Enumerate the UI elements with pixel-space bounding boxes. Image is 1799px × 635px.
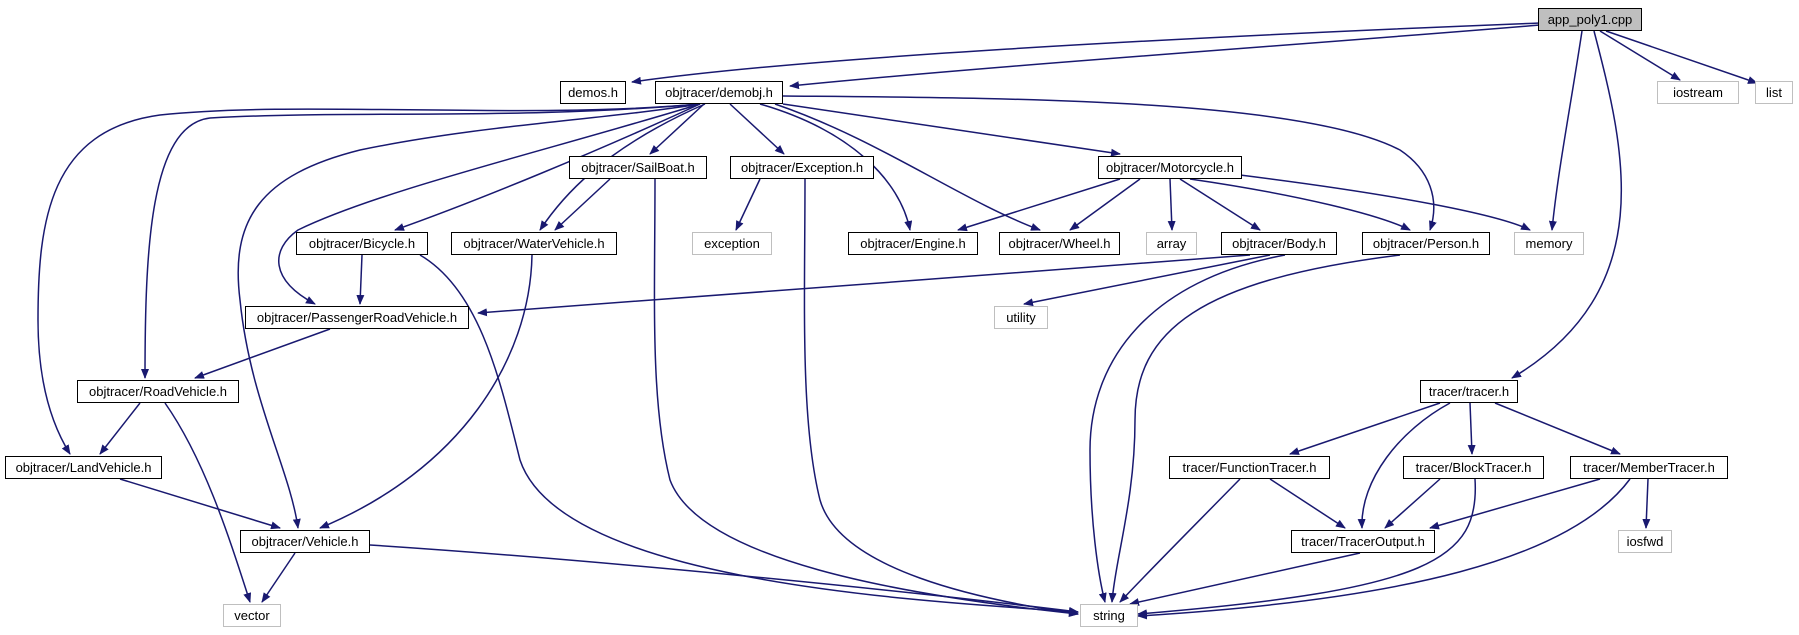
node-exception: exception — [692, 232, 772, 255]
edge-membertracer-to-traceroutput — [1429, 478, 1601, 530]
node-utility: utility — [994, 306, 1048, 329]
edge-landvehicle-to-vehicle — [119, 478, 281, 530]
node-tracer-tracer-h[interactable]: tracer/tracer.h — [1420, 380, 1518, 403]
edge-traceroutput-to-string — [1129, 552, 1361, 606]
node-objtracer-landvehicle-h[interactable]: objtracer/LandVehicle.h — [5, 456, 162, 479]
edge-motorcycle-to-body — [1179, 178, 1261, 231]
edge-demobj-to-bicycle — [394, 103, 701, 231]
edge-demobj-to-motorcycle — [782, 103, 1121, 157]
edge-blocktracer-to-string — [1137, 478, 1477, 618]
edge-bicycle-to-passenger — [356, 254, 365, 305]
edge-layer — [37, 22, 1758, 620]
edge-body-to-utility — [1023, 254, 1271, 307]
edge-app_poly1-to-memory — [1548, 30, 1583, 231]
node-tracer-functiontracer-h[interactable]: tracer/FunctionTracer.h — [1169, 456, 1330, 479]
node-memory: memory — [1514, 232, 1584, 255]
edge-body-to-string — [1089, 254, 1286, 603]
edge-tracer-to-traceroutput — [1357, 402, 1451, 529]
node-objtracer-bicycle-h[interactable]: objtracer/Bicycle.h — [296, 232, 428, 255]
edge-roadvehicle-to-landvehicle — [99, 402, 141, 455]
edge-app_poly1-to-demobj — [789, 24, 1541, 90]
edge-motorcycle-to-array — [1167, 178, 1176, 231]
edge-motorcycle-to-wheel — [1069, 178, 1141, 231]
edge-demobj-to-vehicle — [237, 103, 701, 529]
edge-tracer-to-membertracer — [1494, 402, 1621, 455]
edge-sailboat-to-string — [653, 178, 1079, 618]
edge-demobj-to-wheel — [774, 103, 1041, 231]
node-vector: vector — [223, 604, 281, 627]
edge-demobj-to-roadvehicle — [141, 103, 701, 379]
node-objtracer-vehicle-h[interactable]: objtracer/Vehicle.h — [240, 530, 370, 553]
node-string: string — [1080, 604, 1138, 627]
edge-demobj-to-landvehicle — [37, 103, 701, 455]
node-objtracer-sailboat-h[interactable]: objtracer/SailBoat.h — [569, 156, 707, 179]
node-objtracer-person-h[interactable]: objtracer/Person.h — [1362, 232, 1490, 255]
edge-exception_h-to-exception — [735, 178, 761, 231]
node-list: list — [1755, 81, 1793, 104]
node-tracer-traceroutput-h[interactable]: tracer/TracerOutput.h — [1291, 530, 1435, 553]
edge-tracer-to-blocktracer — [1467, 402, 1476, 455]
node-objtracer-wheel-h[interactable]: objtracer/Wheel.h — [999, 232, 1120, 255]
node-array: array — [1146, 232, 1197, 255]
edge-motorcycle-to-memory — [1239, 174, 1531, 231]
edge-roadvehicle-to-vector — [164, 402, 252, 603]
edge-app_poly1-to-demos — [631, 22, 1541, 85]
node-demos-h[interactable]: demos.h — [560, 81, 626, 104]
edge-sailboat-to-watervehicle — [554, 178, 611, 231]
node-objtracer-exception-h[interactable]: objtracer/Exception.h — [730, 156, 874, 179]
edge-body-to-passenger — [477, 254, 1251, 317]
node-iostream: iostream — [1657, 81, 1739, 104]
edge-passenger-to-roadvehicle — [194, 328, 331, 379]
node-objtracer-passengerroadvehicle-h[interactable]: objtracer/PassengerRoadVehicle.h — [245, 306, 469, 329]
edge-person-to-string — [1108, 254, 1401, 603]
edge-blocktracer-to-traceroutput — [1384, 478, 1441, 529]
edge-vehicle-to-vector — [261, 552, 296, 603]
edge-membertracer-to-string — [1137, 478, 1631, 620]
edge-demobj-to-passenger — [278, 103, 701, 305]
edge-exception_h-to-string — [803, 178, 1079, 617]
edge-tracer-to-functiontracer — [1289, 402, 1441, 455]
edge-motorcycle-to-person — [1189, 178, 1411, 231]
node-tracer-membertracer-h[interactable]: tracer/MemberTracer.h — [1570, 456, 1728, 479]
edge-functiontracer-to-traceroutput — [1269, 478, 1346, 529]
node-iosfwd: iosfwd — [1618, 530, 1672, 553]
edge-vehicle-to-string — [369, 544, 1079, 615]
edge-app_poly1-to-iostream — [1599, 30, 1681, 81]
node-objtracer-roadvehicle-h[interactable]: objtracer/RoadVehicle.h — [77, 380, 239, 403]
edge-watervehicle-to-vehicle — [319, 254, 533, 529]
edge-motorcycle-to-engine — [957, 178, 1121, 232]
edge-demobj-to-person — [782, 95, 1437, 231]
node-objtracer-body-h[interactable]: objtracer/Body.h — [1221, 232, 1337, 255]
edge-demobj-to-exception_h — [729, 103, 785, 155]
edge-app_poly1-to-tracer — [1511, 30, 1623, 379]
node-tracer-blocktracer-h[interactable]: tracer/BlockTracer.h — [1403, 456, 1544, 479]
node-app-poly1-cpp: app_poly1.cpp — [1538, 8, 1642, 31]
edge-app_poly1-to-list — [1605, 30, 1758, 84]
edge-membertracer-to-iosfwd — [1642, 478, 1651, 529]
edge-functiontracer-to-string — [1119, 478, 1241, 603]
node-objtracer-motorcycle-h[interactable]: objtracer/Motorcycle.h — [1098, 156, 1242, 179]
node-objtracer-watervehicle-h[interactable]: objtracer/WaterVehicle.h — [451, 232, 617, 255]
edge-bicycle-to-string — [419, 254, 1079, 616]
node-objtracer-demobj-h[interactable]: objtracer/demobj.h — [655, 81, 783, 104]
edge-demobj-to-sailboat — [649, 103, 705, 155]
node-objtracer-engine-h[interactable]: objtracer/Engine.h — [848, 232, 978, 255]
